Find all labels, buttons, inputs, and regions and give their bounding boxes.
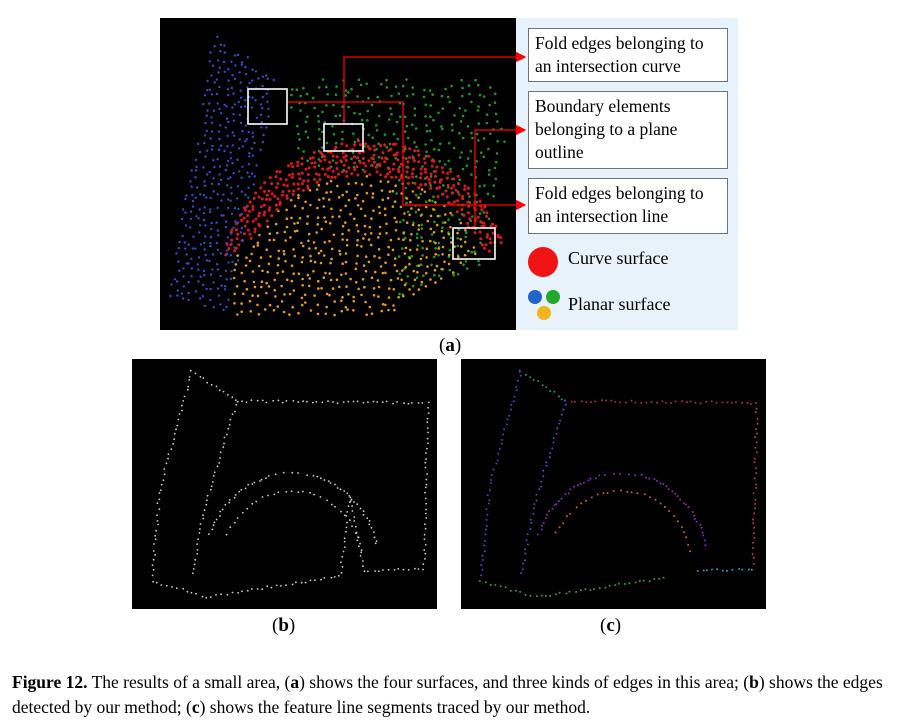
segment-orange-curve (554, 489, 692, 553)
planar-surface-green (290, 78, 506, 296)
segment-cyan-bottom (696, 567, 753, 572)
planar-green-symbol (546, 290, 560, 304)
surfaces-plot (169, 35, 506, 317)
planar-surface-orange (232, 175, 477, 317)
planar-surface-label: Planar surface (568, 294, 671, 314)
panel-a: Fold edges belonging to an intersection … (160, 18, 738, 330)
figure-label: Figure 12. (12, 672, 88, 692)
segment-green-top (518, 370, 563, 401)
segment-blue-left (480, 369, 522, 577)
legend-panel: Fold edges belonging to an intersection … (516, 18, 738, 330)
planar-surface-blue (169, 35, 275, 311)
segment-red-top (563, 399, 752, 405)
detected-outline (151, 369, 430, 599)
segment-right (751, 402, 759, 565)
detected-curve-inner (225, 490, 363, 552)
legend-fold-curve: Fold edges belonging to an intersection … (528, 28, 728, 82)
planar-orange-symbol (537, 306, 551, 320)
panel-c (461, 359, 766, 609)
panel-c-label: (c) (600, 615, 622, 636)
segment-purple-curve (536, 472, 707, 547)
segment-fold-line (520, 399, 567, 575)
legend-boundary: Boundary elements belonging to a plane o… (528, 91, 728, 169)
panel-b (132, 359, 437, 609)
panel-b-label: (b) (272, 615, 296, 636)
figure-caption: Figure 12. The results of a small area, … (12, 672, 883, 717)
detected-fold-line (191, 399, 238, 575)
traced-segments-plot (478, 369, 759, 598)
point-cloud-surfaces (160, 18, 516, 330)
legend-fold-line: Fold edges belonging to an intersection … (528, 178, 728, 234)
panel-a-label: (a) (439, 335, 462, 356)
segment-green-bottom (478, 576, 665, 598)
curve-surface-label: Curve surface (568, 248, 669, 268)
curve-surface-symbol (528, 247, 558, 277)
planar-blue-symbol (528, 290, 542, 304)
detected-curve-outer (208, 471, 378, 545)
detected-edges-plot (151, 369, 430, 599)
